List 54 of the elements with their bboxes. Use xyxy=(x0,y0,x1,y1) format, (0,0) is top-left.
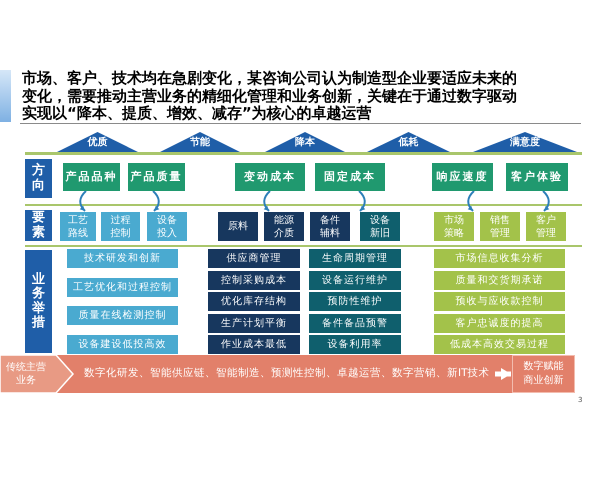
element-box: 客户管理 xyxy=(526,212,566,241)
measure-box: 备件备品预警 xyxy=(309,314,401,332)
element-box: 设备投入 xyxy=(147,212,187,241)
measure-box: 预收与应收款控制 xyxy=(434,292,565,311)
measure-box: 工艺优化和过程控制 xyxy=(67,278,178,296)
curved-arrow xyxy=(263,190,271,212)
row-header: 方向 xyxy=(25,159,52,198)
curved-arrow xyxy=(79,190,87,212)
row-header: 业务举措 xyxy=(25,250,52,353)
measure-box: 生产计划平衡 xyxy=(208,314,300,332)
element-box: 销售管理 xyxy=(480,212,520,241)
roof-triangle: 低耗 xyxy=(367,132,450,152)
roof-triangle: 优质 xyxy=(57,132,138,152)
measure-box: 质量和交货期承诺 xyxy=(434,270,565,290)
measure-box: 质量在线检测控制 xyxy=(67,306,178,325)
measure-box: 作业成本最低 xyxy=(208,335,300,354)
element-box: 过程控制 xyxy=(101,212,140,241)
element-box: 备件辅料 xyxy=(310,212,350,241)
direction-box: 变动成本 xyxy=(235,163,305,191)
measure-box: 设备利用率 xyxy=(309,335,401,354)
measure-box: 低成本高效交易过程 xyxy=(434,335,565,354)
result-box: 数字赋能商业创新 xyxy=(512,355,575,393)
curved-arrow xyxy=(152,190,160,212)
measure-box: 预防性维护 xyxy=(309,292,401,311)
measure-box: 市场信息收集分析 xyxy=(434,249,565,268)
measure-box: 技术研发和创新 xyxy=(67,249,178,268)
direction-box: 响应速度 xyxy=(432,163,493,191)
element-box: 工艺路线 xyxy=(60,212,96,241)
direction-box: 产品品种 xyxy=(63,163,120,191)
measure-box: 设备建设低投高效 xyxy=(67,334,178,354)
measure-box: 优化库存结构 xyxy=(208,292,300,311)
roof-triangle: 降本 xyxy=(265,132,345,152)
chevron-shape: 传统主营业务 xyxy=(0,355,74,393)
measure-box: 客户忠诚度的提高 xyxy=(434,314,565,332)
element-box: 能源介质 xyxy=(264,212,304,241)
direction-box: 客户体验 xyxy=(506,163,568,191)
curved-arrow xyxy=(358,190,366,212)
roof-triangle: 节能 xyxy=(160,132,240,152)
measure-box: 供应商管理 xyxy=(208,249,300,268)
block-arrow xyxy=(495,368,511,380)
element-box: 市场策略 xyxy=(434,212,474,241)
direction-box: 产品质量 xyxy=(128,163,185,191)
element-box: 原料 xyxy=(218,212,258,241)
curved-arrow xyxy=(542,190,550,212)
measure-box: 控制采购成本 xyxy=(208,270,300,290)
measure-box: 设备运行维护 xyxy=(309,270,401,290)
slide-title: 市场、客户、技术均在急剧变化，某咨询公司认为制造型企业要适应未来的变化，需要推动主营业务的精细化管理和业务创新，关键在于通过数字驱动实现以“降本、提质、增效、减存”为核心的卓越运营 xyxy=(22,70,518,122)
element-box: 设备新旧 xyxy=(360,212,400,241)
measure-box: 生命周期管理 xyxy=(309,249,401,268)
curved-arrow xyxy=(467,190,475,212)
row-header: 要素 xyxy=(25,210,52,241)
roof-triangle: 满意度 xyxy=(473,132,577,152)
arrow-band: 数字化研发、智能供应链、智能制造、预测性控制、卓越运营、数字营销、新IT技术 xyxy=(74,355,494,393)
direction-box: 固定成本 xyxy=(315,163,385,191)
